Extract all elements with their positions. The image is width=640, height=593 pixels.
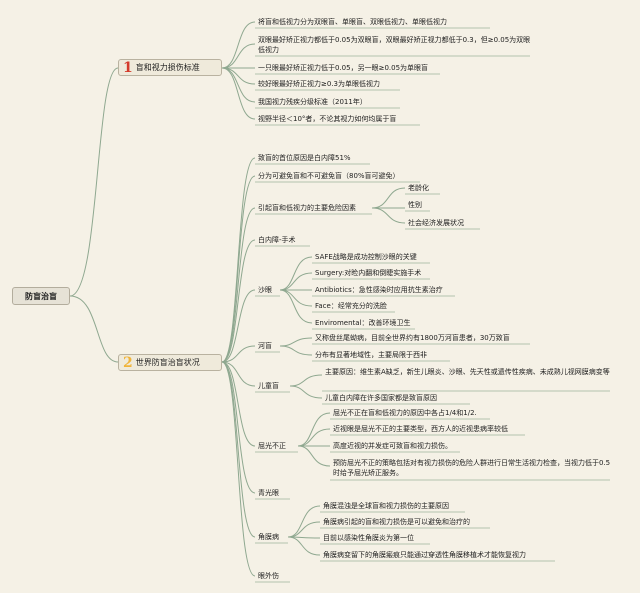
topic-node: 引起盲和低视力的主要危险因素 [258, 204, 356, 212]
leaf-node: 角膜混浊是全球盲和视力损伤的主要原因 [323, 502, 449, 510]
topic-node: 沙眼 [258, 286, 272, 294]
leaf-node: 社会经济发展状况 [408, 219, 464, 227]
branch-node-standards[interactable]: 1 盲和视力损伤标准 [118, 59, 222, 76]
leaf-node: 儿童白内障在许多国家都是致盲原因 [325, 394, 437, 402]
topic-node: 儿童盲 [258, 382, 279, 390]
branch-number-badge: 1 [123, 59, 133, 76]
topic-node: 白内障-手术 [258, 236, 296, 244]
topic-node: 屈光不正 [258, 442, 286, 450]
branch-node-world-status[interactable]: 2 世界防盲治盲状况 [118, 354, 222, 371]
branch-label: 盲和视力损伤标准 [135, 63, 200, 72]
leaf-node: Antibiotics：急性感染时应用抗生素治疗 [315, 286, 443, 294]
leaf-node: 目前以感染性角膜炎为第一位 [323, 534, 414, 542]
topic-node: 角膜病 [258, 533, 279, 541]
leaf-node: 主要原因：维生素A缺乏，新生儿眼炎、沙眼、先天性或遗传性疾病、未成熟儿视网膜病变… [325, 368, 610, 376]
leaf-node: 老龄化 [408, 184, 429, 192]
leaf-node: 分布有显著地域性，主要局限于西非 [315, 351, 427, 359]
leaf-node: 又称盘丝尾蚴病，目前全世界约有1800万河盲患者，30万致盲 [315, 334, 510, 342]
connector-root-branch1 [69, 67, 119, 297]
leaf-node: 近视眼是屈光不正的主要类型，西方人的近视患病率较低 [333, 425, 508, 433]
leaf-node: SAFE战略是成功控制沙眼的关键 [315, 253, 417, 261]
leaf-node: 将盲和低视力分为双眼盲、单眼盲、双眼低视力、单眼低视力 [258, 18, 447, 26]
topic-node: 河盲 [258, 342, 272, 350]
leaf-node: Enviromental：改善环境卫生 [315, 319, 411, 327]
leaf-node: 视野半径＜10°者，不论其视力如何均属于盲 [258, 115, 397, 123]
topic-node: 眼外伤 [258, 572, 279, 580]
connector-root-branch2 [69, 295, 119, 363]
leaf-node: Face：经常充分的洗脸 [315, 302, 387, 310]
leaf-node: 双眼最好矫正视力都低于0.05为双眼盲，双眼最好矫正视力都低于0.3，但≥0.0… [258, 36, 531, 54]
leaf-node: 性别 [408, 201, 422, 209]
leaf-node: 一只眼最好矫正视力低于0.05，另一眼≥0.05为单眼盲 [258, 64, 429, 72]
leaf-node: Surgery:对睑内翻和倒睫实施手术 [315, 269, 422, 277]
root-node[interactable]: 防盲治盲 [12, 287, 70, 305]
leaf-node: 角膜病引起的盲和视力损伤是可以避免和治疗的 [323, 518, 470, 526]
topic-node: 分为可避免盲和不可避免盲（80%盲可避免） [258, 172, 400, 180]
leaf-node: 预防屈光不正的策略包括对有视力损伤的危险人群进行日常生活视力检查，当视力低于0.… [333, 459, 611, 477]
root-label: 防盲治盲 [25, 291, 57, 301]
topic-node: 青光眼 [258, 489, 279, 497]
topic-node: 致盲的首位原因是白内障51% [258, 154, 351, 162]
leaf-node: 我国视力残疾分级标准（2011年） [258, 98, 367, 106]
leaf-node: 角膜病变留下的角膜瘢痕只能通过穿透性角膜移植术才能恢复视力 [323, 551, 526, 559]
leaf-node: 高度近视的并发症可致盲和视力损伤。 [333, 442, 452, 450]
leaf-node: 屈光不正在盲和低视力的原因中各占1/4和1/2. [333, 409, 477, 417]
leaf-node: 较好眼最好矫正视力≥0.3为单眼低视力 [258, 80, 380, 88]
branch-number-badge: 2 [123, 354, 133, 371]
branch-label: 世界防盲治盲状况 [135, 358, 200, 367]
